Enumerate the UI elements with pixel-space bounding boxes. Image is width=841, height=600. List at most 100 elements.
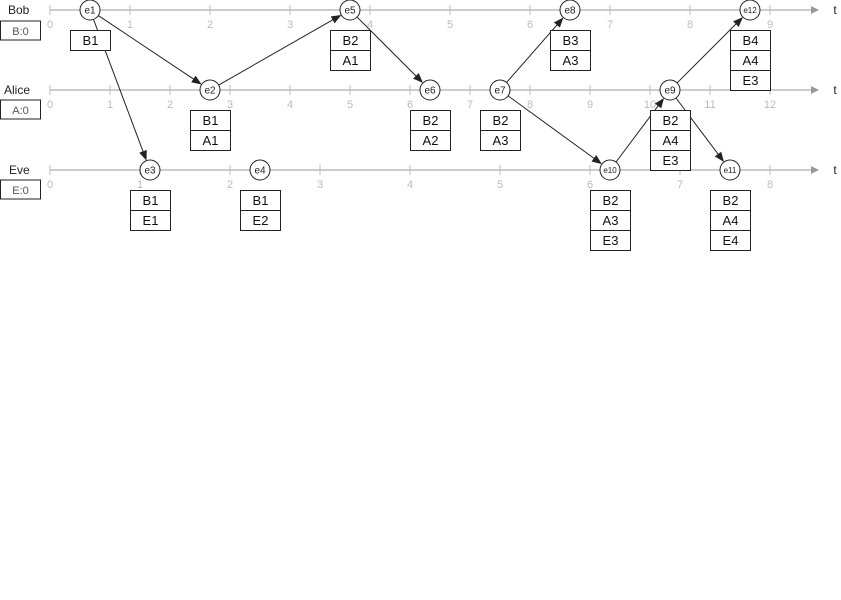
clock-value-e2: A1	[203, 133, 219, 148]
clock-value-e9: B2	[663, 113, 679, 128]
clock-value-e1: B1	[83, 33, 99, 48]
event-node-e4	[249, 159, 271, 181]
message-arrow-e7-to-e8	[506, 17, 564, 83]
alice-axis-label: t	[833, 83, 837, 97]
alice-tick-label: 12	[764, 99, 776, 111]
eve-tick-label: 3	[317, 179, 323, 191]
event-node-e9	[659, 79, 681, 101]
bob-tick-label: 9	[767, 19, 773, 31]
event-label-e11: e11	[724, 166, 737, 175]
alice-tick-label: 10	[644, 99, 656, 111]
alice-tick-label: 6	[407, 99, 413, 111]
event-label-e6: e6	[424, 86, 436, 97]
eve-initial-clock: E:0	[12, 185, 29, 197]
alice-tick-label: 4	[287, 99, 293, 111]
clock-cell-e5	[330, 50, 371, 71]
event-node-e1	[79, 0, 101, 21]
event-node-e11	[719, 159, 741, 181]
event-label-e5: e5	[344, 6, 356, 17]
event-node-e6	[419, 79, 441, 101]
alice-tick-label: 3	[227, 99, 233, 111]
message-arrow-e10-to-e9	[615, 98, 665, 163]
message-arrow-e9-to-e11	[675, 97, 725, 162]
bob-tick-label: 3	[287, 19, 293, 31]
clock-value-e7: A3	[493, 133, 509, 148]
event-label-e2: e2	[204, 86, 216, 97]
bob-tick-label: 8	[687, 19, 693, 31]
alice-tick-label: 11	[704, 99, 715, 111]
event-label-e10: e10	[603, 166, 617, 175]
alice-tick-label: 9	[587, 99, 593, 111]
clock-cell-e8	[550, 50, 591, 71]
clock-cell-e10	[590, 230, 631, 251]
event-label-e1: e1	[84, 6, 96, 17]
bob-tick-label: 4	[367, 19, 373, 31]
event-node-e2	[199, 79, 221, 101]
event-label-e12: e12	[743, 6, 757, 15]
message-arrow-e9-to-e12	[676, 17, 743, 84]
clock-value-e3: B1	[143, 193, 159, 208]
clock-cell-e4	[240, 210, 281, 231]
clock-value-e11: B2	[723, 193, 739, 208]
bob-tick-label: 6	[527, 19, 533, 31]
clock-value-e5: A1	[343, 53, 359, 68]
clock-cell-e2	[190, 130, 231, 151]
clock-cell-e12	[730, 70, 771, 91]
bob-initial-clock: B:0	[12, 26, 29, 38]
eve-initial-clock-box	[0, 179, 41, 200]
clock-value-e4: B1	[253, 193, 269, 208]
clock-cell-e3	[130, 210, 171, 231]
clock-value-e7: B2	[493, 113, 509, 128]
clock-cell-e6	[410, 130, 451, 151]
bob-initial-clock-box	[0, 20, 41, 41]
event-node-e3	[139, 159, 161, 181]
clock-value-e2: B1	[203, 113, 219, 128]
eve-tick-label: 4	[407, 179, 413, 191]
message-arrow-e2-to-e5	[218, 14, 342, 86]
event-label-e7: e7	[494, 86, 506, 97]
bob-tick-label: 1	[127, 19, 133, 31]
clock-value-e10: E3	[603, 233, 619, 248]
clock-value-e6: A2	[423, 133, 439, 148]
bob-tick-label: 0	[47, 19, 53, 31]
clock-value-e10: A3	[603, 213, 619, 228]
clock-value-e9: A4	[663, 133, 679, 148]
event-label-e3: e3	[144, 166, 156, 177]
alice-tick-label: 1	[107, 99, 113, 111]
event-label-e8: e8	[564, 6, 576, 17]
clock-cell-e9	[650, 150, 691, 171]
alice-tick-label: 5	[347, 99, 353, 111]
bob-process-name: Bob	[8, 3, 30, 17]
event-label-e9: e9	[664, 86, 676, 97]
clock-value-e5: B2	[343, 33, 359, 48]
clock-value-e9: E3	[663, 153, 679, 168]
eve-tick-label: 6	[587, 179, 593, 191]
clock-value-e12: E3	[743, 73, 759, 88]
alice-initial-clock-box	[0, 99, 41, 120]
clock-value-e8: A3	[563, 53, 579, 68]
alice-tick-label: 2	[167, 99, 173, 111]
message-arrow-e1-to-e2	[98, 15, 202, 85]
bob-tick-label: 2	[207, 19, 213, 31]
alice-tick-label: 7	[467, 99, 473, 111]
eve-tick-label: 5	[497, 179, 503, 191]
event-node-e8	[559, 0, 581, 21]
eve-tick-label: 8	[767, 179, 773, 191]
clock-value-e6: B2	[423, 113, 439, 128]
clock-cell-e11	[710, 230, 751, 251]
clock-value-e8: B3	[563, 33, 579, 48]
alice-tick-label: 8	[527, 99, 533, 111]
alice-process-name: Alice	[4, 83, 30, 97]
event-node-e5	[339, 0, 361, 21]
eve-process-name: Eve	[9, 163, 30, 177]
bob-tick-label: 7	[607, 19, 613, 31]
clock-value-e12: B4	[743, 33, 759, 48]
eve-tick-label: 7	[677, 179, 683, 191]
bob-axis-label: t	[833, 3, 837, 17]
clock-value-e11: A4	[723, 213, 739, 228]
eve-tick-label: 0	[47, 179, 53, 191]
event-label-e4: e4	[254, 166, 266, 177]
message-arrow-e7-to-e10	[507, 95, 602, 165]
clock-cell-e1	[70, 30, 111, 51]
